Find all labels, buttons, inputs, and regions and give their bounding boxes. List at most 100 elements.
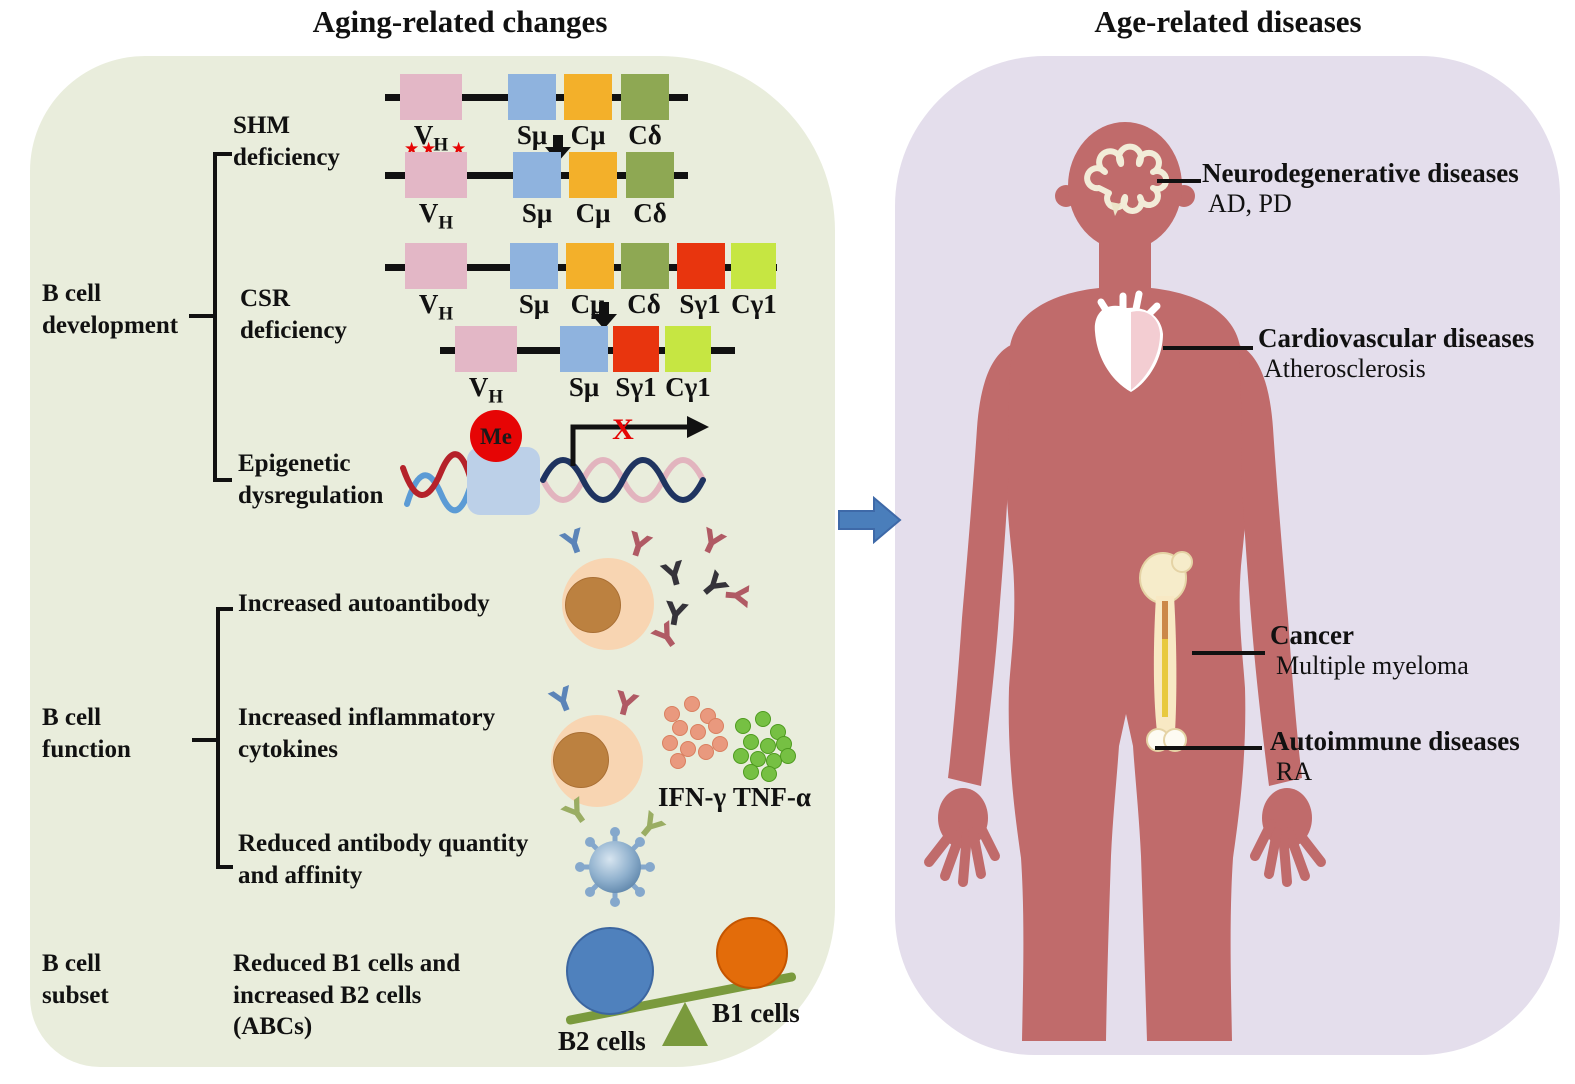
cytokine-dot <box>680 741 696 757</box>
cytokine-dot <box>684 696 700 712</box>
label-connector-lines <box>1155 179 1265 750</box>
cytokine-dot <box>761 766 777 782</box>
methyl-binding-protein <box>467 447 540 515</box>
cell-nucleus <box>565 577 621 633</box>
item-csr-deficiency: CSR deficiency <box>240 285 347 344</box>
function-bracket <box>192 738 216 742</box>
gene-box-vh <box>405 152 467 198</box>
function-bracket <box>216 607 233 611</box>
gene-label-cdelta: Cδ <box>628 120 662 150</box>
cytokine-dot <box>712 736 728 752</box>
gene-label-smu: Sμ <box>568 372 600 402</box>
b1-cells-label: B1 cells <box>712 998 800 1028</box>
b-cell <box>562 558 654 650</box>
cytokine-dot <box>662 735 678 751</box>
disease-examples: RA <box>1276 757 1313 786</box>
gene-box-sg1 <box>677 243 725 289</box>
disease-examples: Multiple myeloma <box>1276 651 1469 680</box>
cytokine-dot <box>733 748 749 764</box>
cytokine-dot <box>743 734 759 750</box>
cell-nucleus <box>553 732 609 788</box>
disease-neurodegenerative: Neurodegenerative diseases AD, PD <box>1202 158 1519 219</box>
development-bracket <box>213 152 232 156</box>
cytokine-dot <box>672 720 688 736</box>
gene-box-vh <box>455 326 517 372</box>
transition-arrow-icon <box>838 496 902 544</box>
disease-examples: AD, PD <box>1208 189 1292 218</box>
gene-box-cdelta <box>626 152 674 198</box>
down-arrow-icon <box>599 302 609 315</box>
gene-label-vh: VH <box>418 198 454 234</box>
virus-body <box>589 841 641 893</box>
development-bracket <box>213 478 232 482</box>
epigenetic-dysregulation-graphic: Me X <box>400 410 709 515</box>
gene-box-smu <box>508 74 556 120</box>
disease-name: Autoimmune diseases <box>1270 726 1520 756</box>
cytokine-dot <box>664 706 680 722</box>
gene-label-cg1: Cγ1 <box>665 372 711 402</box>
virus-icon <box>575 827 655 907</box>
item-increased-cytokines: Increased inflammatory cytokines <box>238 704 496 763</box>
gene-box-smu <box>560 326 608 372</box>
gene-label-vh: VH <box>413 120 449 156</box>
b-cell <box>551 715 643 807</box>
development-bracket <box>213 152 217 482</box>
left-panel-title: Aging-related changes <box>312 4 608 39</box>
gene-box-vh <box>405 243 467 289</box>
brain-icon <box>1084 143 1170 216</box>
gene-box-smu <box>510 243 558 289</box>
function-bracket <box>216 865 233 869</box>
bone-marrow-lesion <box>1162 601 1168 639</box>
disease-name: Cancer <box>1270 620 1354 650</box>
dna-strand-blue <box>404 467 478 514</box>
group-b-cell-development: B cell development <box>42 280 179 339</box>
gene-label-smu: Sμ <box>518 289 550 319</box>
gene-box-sg1 <box>613 326 659 372</box>
gene-box-cmu <box>569 152 617 198</box>
development-bracket <box>189 314 213 318</box>
body-silhouette <box>924 122 1326 1041</box>
gene-box-cmu <box>566 243 614 289</box>
human-body-graphic <box>924 122 1326 1041</box>
gene-box-cg1 <box>731 243 776 289</box>
item-subset-change: Reduced B1 cells and increased B2 cells … <box>233 950 461 1040</box>
item-shm-deficiency: SHM deficiency <box>233 112 340 171</box>
group-b-cell-subset: B cell subset <box>42 950 109 1009</box>
gene-box-cdelta <box>621 74 669 120</box>
bone-icon <box>1139 551 1193 752</box>
antibody-icon: Y <box>716 582 755 609</box>
methyl-label: Me <box>480 424 512 449</box>
cytokine-dot <box>743 764 759 780</box>
gene-label-cmu: Cμ <box>570 120 606 150</box>
cytokine-names-label: IFN-γ TNF-α <box>658 782 811 812</box>
cytokine-dot <box>760 738 776 754</box>
cytokine-dot <box>750 751 766 767</box>
cytokine-dot <box>755 711 771 727</box>
seesaw-fulcrum <box>662 1002 708 1046</box>
disease-cancer: Cancer Multiple myeloma <box>1270 620 1469 681</box>
cytokine-dot <box>670 753 686 769</box>
gene-box-cdelta <box>621 243 669 289</box>
dna-strand-navy <box>540 457 706 503</box>
disease-autoimmune: Autoimmune diseases RA <box>1270 726 1520 787</box>
right-panel-title: Age-related diseases <box>1094 4 1362 39</box>
bone-marrow <box>1162 639 1168 717</box>
item-epigenetic-dysregulation: Epigenetic dysregulation <box>238 450 384 509</box>
cytokine-dot <box>735 718 751 734</box>
gene-label-cg1: Cγ1 <box>731 289 777 319</box>
down-arrow-icon <box>591 314 617 329</box>
gene-label-cdelta: Cδ <box>633 198 667 228</box>
gene-box-smu <box>513 152 561 198</box>
gene-box-vh <box>400 74 462 120</box>
gene-box-cmu <box>564 74 612 120</box>
b2-cells-ball <box>566 927 654 1015</box>
b2-cells-label: B2 cells <box>558 1026 646 1056</box>
disease-name: Cardiovascular diseases <box>1258 323 1535 353</box>
gene-label-smu: Sμ <box>521 198 553 228</box>
disease-cardiovascular: Cardiovascular diseases Atherosclerosis <box>1258 323 1534 384</box>
item-reduced-antibody: Reduced antibody quantity and affinity <box>238 830 529 889</box>
function-bracket <box>216 607 220 869</box>
gene-label-sg1: Sγ1 <box>679 289 721 319</box>
transcription-arrow <box>570 424 687 466</box>
cytokine-dot <box>698 744 714 760</box>
